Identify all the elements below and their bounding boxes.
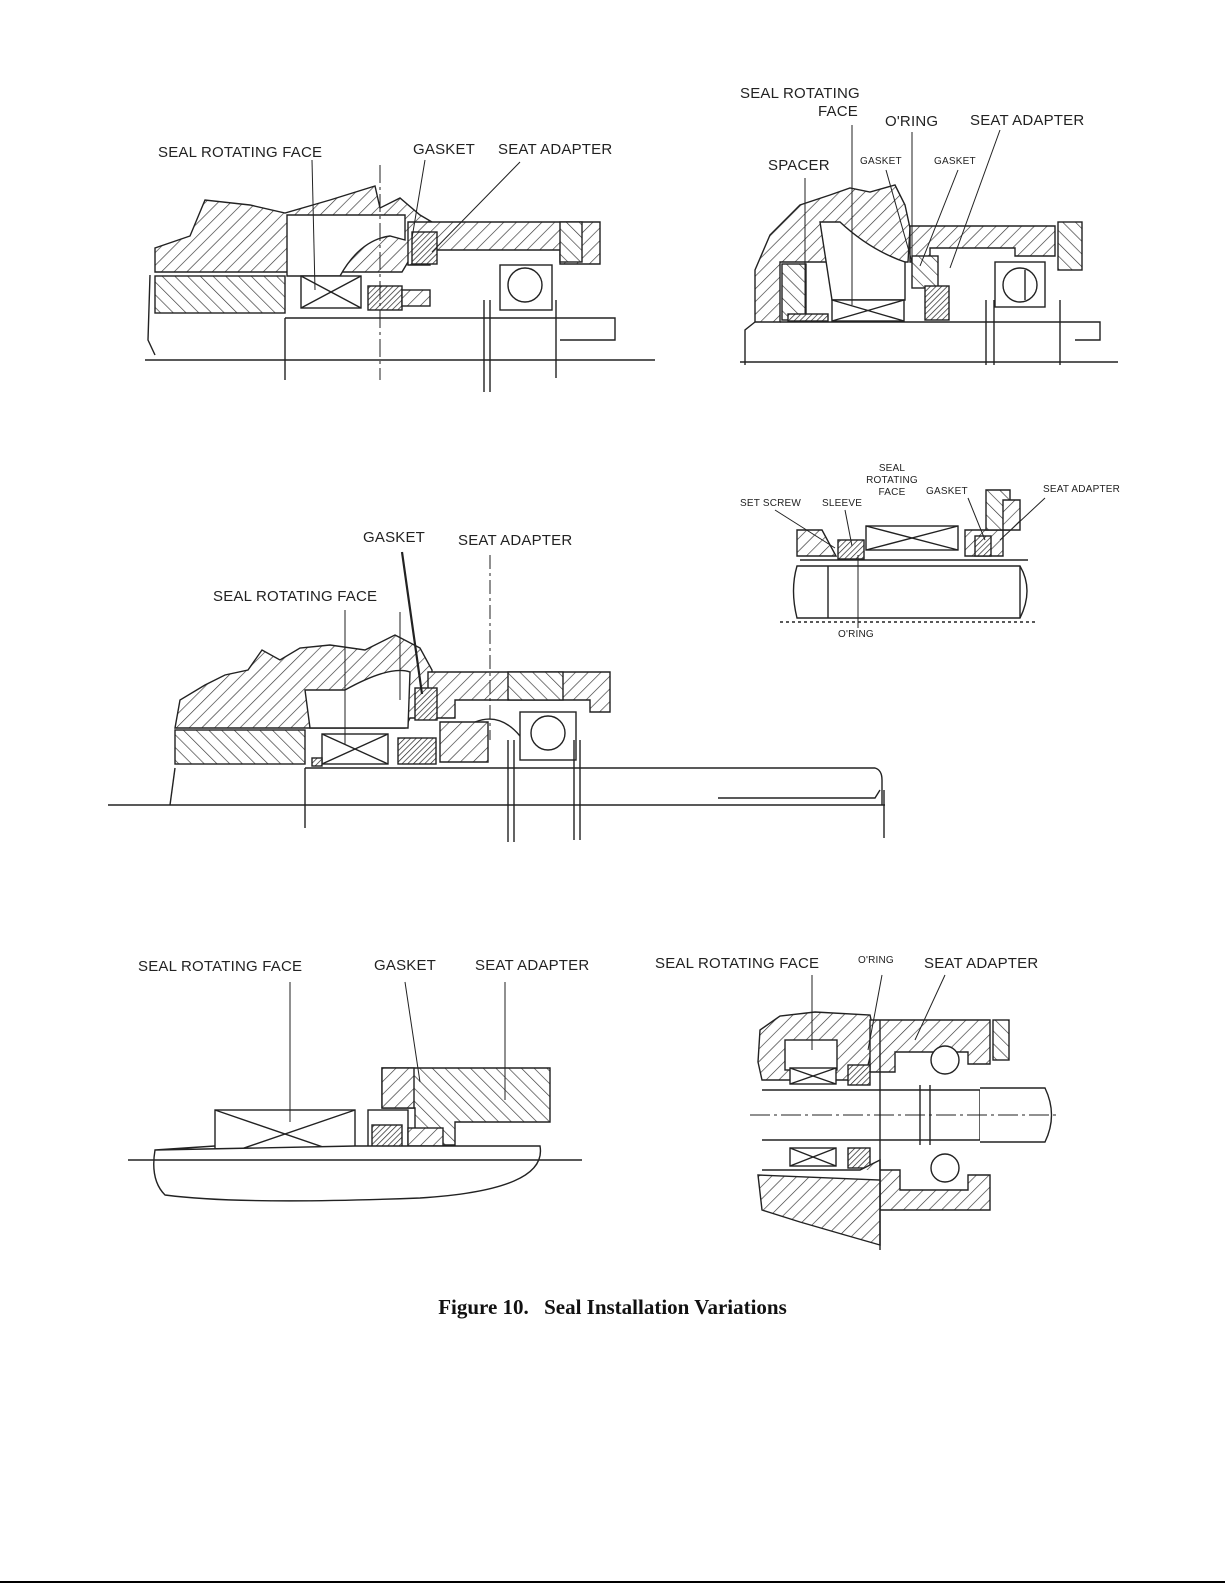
v6-oring-label: O'RING: [858, 955, 894, 966]
page-bottom-rule: [0, 1581, 1225, 1583]
v3-sleeve-label: SLEEVE: [822, 498, 863, 509]
v6-seat-adapter-label: SEAT ADAPTER: [924, 955, 1039, 972]
v2-gasket-b-label: GASKET: [934, 156, 976, 167]
v3-set-screw-label: SET SCREW: [740, 498, 802, 509]
v4-gasket-label: GASKET: [363, 529, 426, 546]
figure-title: Seal Installation Variations: [544, 1295, 787, 1319]
v2-seal-rotating-label-line1: SEAL ROTATING: [740, 85, 860, 102]
view-2-drawing: [740, 125, 1118, 365]
view-4-drawing: [108, 551, 885, 842]
v2-seal-rotating-label-line2: FACE: [818, 103, 858, 120]
v3-oring-label: O'RING: [838, 629, 874, 640]
v3-seal-label-line1: SEAL: [878, 463, 906, 474]
figure-number: Figure 10.: [438, 1295, 529, 1319]
v6-seal-rotating-face-label: SEAL ROTATING FACE: [655, 955, 820, 972]
figure-caption: Figure 10. Seal Installation Variations: [0, 1295, 1225, 1320]
view-6-drawing: [750, 974, 1060, 1250]
v4-seat-adapter-label: SEAT ADAPTER: [458, 532, 573, 549]
view-3-drawing: [774, 489, 1046, 628]
v3-seal-label-line2: ROTATING: [866, 475, 918, 486]
v5-gasket-label: GASKET: [374, 957, 437, 974]
v4-seal-rotating-face-label: SEAL ROTATING FACE: [213, 588, 378, 605]
v3-gasket-label: GASKET: [926, 486, 968, 497]
v2-seat-adapter-label: SEAT ADAPTER: [970, 112, 1085, 129]
v2-oring-label: O'RING: [885, 113, 939, 130]
v5-seal-rotating-face-label: SEAL ROTATING FACE: [138, 958, 303, 975]
v3-seal-label-line3: FACE: [878, 487, 906, 498]
v1-seat-adapter-label: SEAT ADAPTER: [498, 141, 613, 158]
v2-spacer-label: SPACER: [768, 157, 830, 174]
v2-gasket-a-label: GASKET: [860, 156, 902, 167]
v5-seat-adapter-label: SEAT ADAPTER: [475, 957, 590, 974]
v1-seal-rotating-face-label: SEAL ROTATING FACE: [158, 144, 323, 161]
v3-seat-adapter-label: SEAT ADAPTER: [1043, 484, 1121, 495]
view-1-drawing: [145, 159, 655, 392]
view-5-drawing: [128, 981, 582, 1202]
v1-gasket-label: GASKET: [413, 141, 476, 158]
